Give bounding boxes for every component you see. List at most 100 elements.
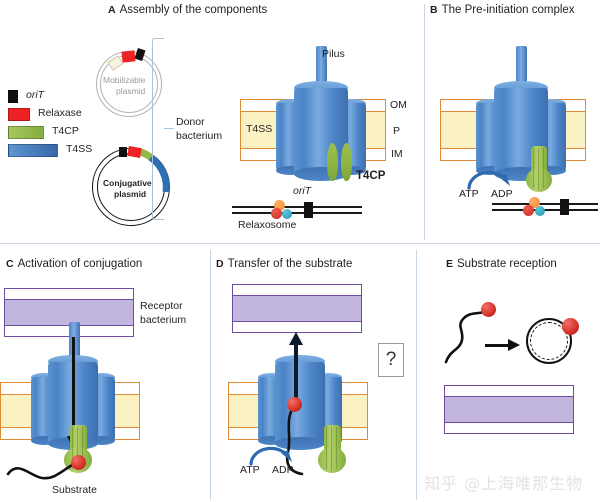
- panel-a-relaxosome: oriT Relaxosome: [232, 185, 362, 231]
- panel-a-t4cp-petal-left: [327, 143, 338, 181]
- panel-a-t4cp-label: T4CP: [356, 170, 386, 182]
- panel-d-transfer-arrow-line: [294, 344, 298, 408]
- panel-a-cylinder-center-body: [294, 88, 348, 174]
- panel-b-orit-box: [560, 199, 569, 215]
- legend-swatch-relaxase: [8, 108, 30, 121]
- legend-label-t4cp: T4CP: [52, 125, 79, 137]
- plasmid-conjugative-relaxase-segment: [127, 145, 142, 159]
- panel-d-receptor-core: [232, 296, 362, 321]
- panel-a-cylinder-right-bottom: [338, 166, 366, 175]
- panel-d-title-text: Transfer of the substrate: [227, 258, 353, 270]
- panel-d-question-box: ?: [378, 343, 404, 377]
- plasmid-mobilizable-relaxase-segment: [121, 50, 136, 63]
- panel-a-orit-box: [304, 202, 313, 218]
- panel-a-relaxosome-blob-orange: [274, 200, 285, 211]
- panel-a-relaxosome-blob-teal: [282, 209, 292, 219]
- panel-a-dna-strand-top: [232, 206, 362, 208]
- panel-d-t4cp-rib-3: [336, 427, 338, 469]
- panel-b-relaxosome-blob-orange: [529, 197, 540, 208]
- panel-d-cylinder-center-bottom: [275, 437, 325, 450]
- panel-b-t4cp-bulb: [526, 168, 552, 192]
- panel-c-t4cp-rib-1: [72, 427, 74, 469]
- panel-b-letter: B: [430, 4, 438, 16]
- panel-d-t4cp-rib-2: [331, 427, 333, 471]
- panel-d-atp-adp-arrow: [249, 446, 292, 466]
- panel-b-cylinder-right-bottom: [538, 166, 566, 175]
- panel-a-t4cp-petal-right: [341, 143, 352, 181]
- panel-c-substrate-ball: [71, 455, 86, 470]
- panel-b-relaxosome: [492, 196, 600, 218]
- panel-e-letter: E: [446, 258, 454, 270]
- panel-b-dna-strand-bottom: [492, 209, 598, 211]
- panel-b-t4cp: [524, 146, 554, 192]
- legend-label-orit: oriT: [26, 89, 45, 101]
- legend-swatch-t4cp: [8, 126, 44, 139]
- panel-a-cylinder-center: [294, 81, 348, 181]
- legend-swatch-orit: [8, 90, 18, 103]
- panel-c-letter: C: [6, 258, 14, 270]
- plasmid-conjugative-label-line2: plasmid: [114, 189, 147, 199]
- donor-bracket: [152, 38, 164, 220]
- divider-c-d: [210, 250, 211, 500]
- panel-c-cylinder-left-bottom: [31, 436, 57, 445]
- panel-a-relaxosome-blob-red: [271, 208, 282, 219]
- panel-e-circular-plasmid: [526, 318, 572, 364]
- panel-e-plasmid-inner-ring: [530, 322, 568, 360]
- panel-c-t4cp-rib-3: [82, 427, 84, 469]
- panel-a-om-label: OM: [390, 99, 407, 111]
- plasmid-mobilizable-label-line1: Mobilizable: [103, 75, 146, 85]
- panel-d-cylinder-center: [275, 355, 325, 450]
- panel-c-receptor-label-line2: bacterium: [140, 314, 187, 326]
- panel-e-ssdna-strand: [444, 310, 486, 364]
- panel-d-t4cp-bulb: [318, 447, 346, 473]
- panel-a-letter: A: [108, 4, 116, 16]
- panel-d-t4cp: [316, 425, 348, 473]
- panel-d-cylinder-left-bottom: [258, 436, 284, 445]
- panel-c-cylinder-right-bottom: [89, 436, 115, 445]
- panel-b-adp-label: ADP: [491, 188, 513, 200]
- panel-d-letter: D: [216, 258, 224, 270]
- donor-bracket-stub: [164, 128, 174, 130]
- divider-row: [0, 243, 600, 244]
- panel-a-orit-label: oriT: [293, 185, 312, 197]
- plasmid-mobilizable-label-line2: plasmid: [116, 86, 146, 96]
- panel-d-atp-label: ATP: [240, 464, 260, 476]
- plasmid-conjugative: Conjugative plasmid: [92, 145, 170, 226]
- panel-a-t4ss-label: T4SS: [246, 123, 273, 135]
- watermark: 知乎 @上海唯那生物: [424, 474, 584, 493]
- divider-d-e: [416, 250, 417, 500]
- panel-d-t4ss-machine: [258, 333, 342, 455]
- plasmid-conjugative-label-line1: Conjugative: [103, 178, 152, 188]
- panel-e-receptor-band-bottom: [444, 422, 574, 434]
- panel-b-pilus: [516, 46, 527, 90]
- panel-c-t4cp-rib-2: [77, 427, 79, 471]
- panel-a-p-label: P: [393, 125, 401, 137]
- panel-a-pilus: [316, 46, 327, 90]
- divider-a-b: [424, 4, 425, 240]
- panel-d-t4cp-rib-1: [326, 427, 328, 469]
- panel-b-atp-label: ATP: [459, 188, 479, 200]
- panel-c-transfer-arrow-line: [72, 337, 75, 438]
- panel-b-title-text: The Pre-initiation complex: [441, 4, 575, 16]
- panel-e-plasmid-ball: [562, 318, 579, 335]
- panel-b-atp-adp-arrow: [467, 170, 510, 190]
- panel-c-receptor-core: [4, 300, 134, 325]
- panel-a-title-text: Assembly of the components: [119, 4, 268, 16]
- legend-label-t4ss: T4SS: [66, 143, 93, 155]
- panel-b-cylinder-left-bottom: [476, 166, 504, 175]
- panel-d-adp-label: ADP: [272, 464, 294, 476]
- panel-a-cylinder-left-bottom: [276, 166, 304, 175]
- panel-e-plasmid-outer-ring: [526, 318, 572, 364]
- panel-b-t4cp-rib-2: [538, 148, 540, 190]
- panel-a-pilus-label: Pilus: [322, 48, 345, 60]
- panel-b-t4cp-rib-3: [543, 148, 545, 188]
- panel-c-receptor-band-top: [4, 288, 134, 300]
- panel-b-dna-strand-top: [492, 203, 598, 205]
- panel-c-receptor-label-line1: Receptor: [140, 300, 183, 312]
